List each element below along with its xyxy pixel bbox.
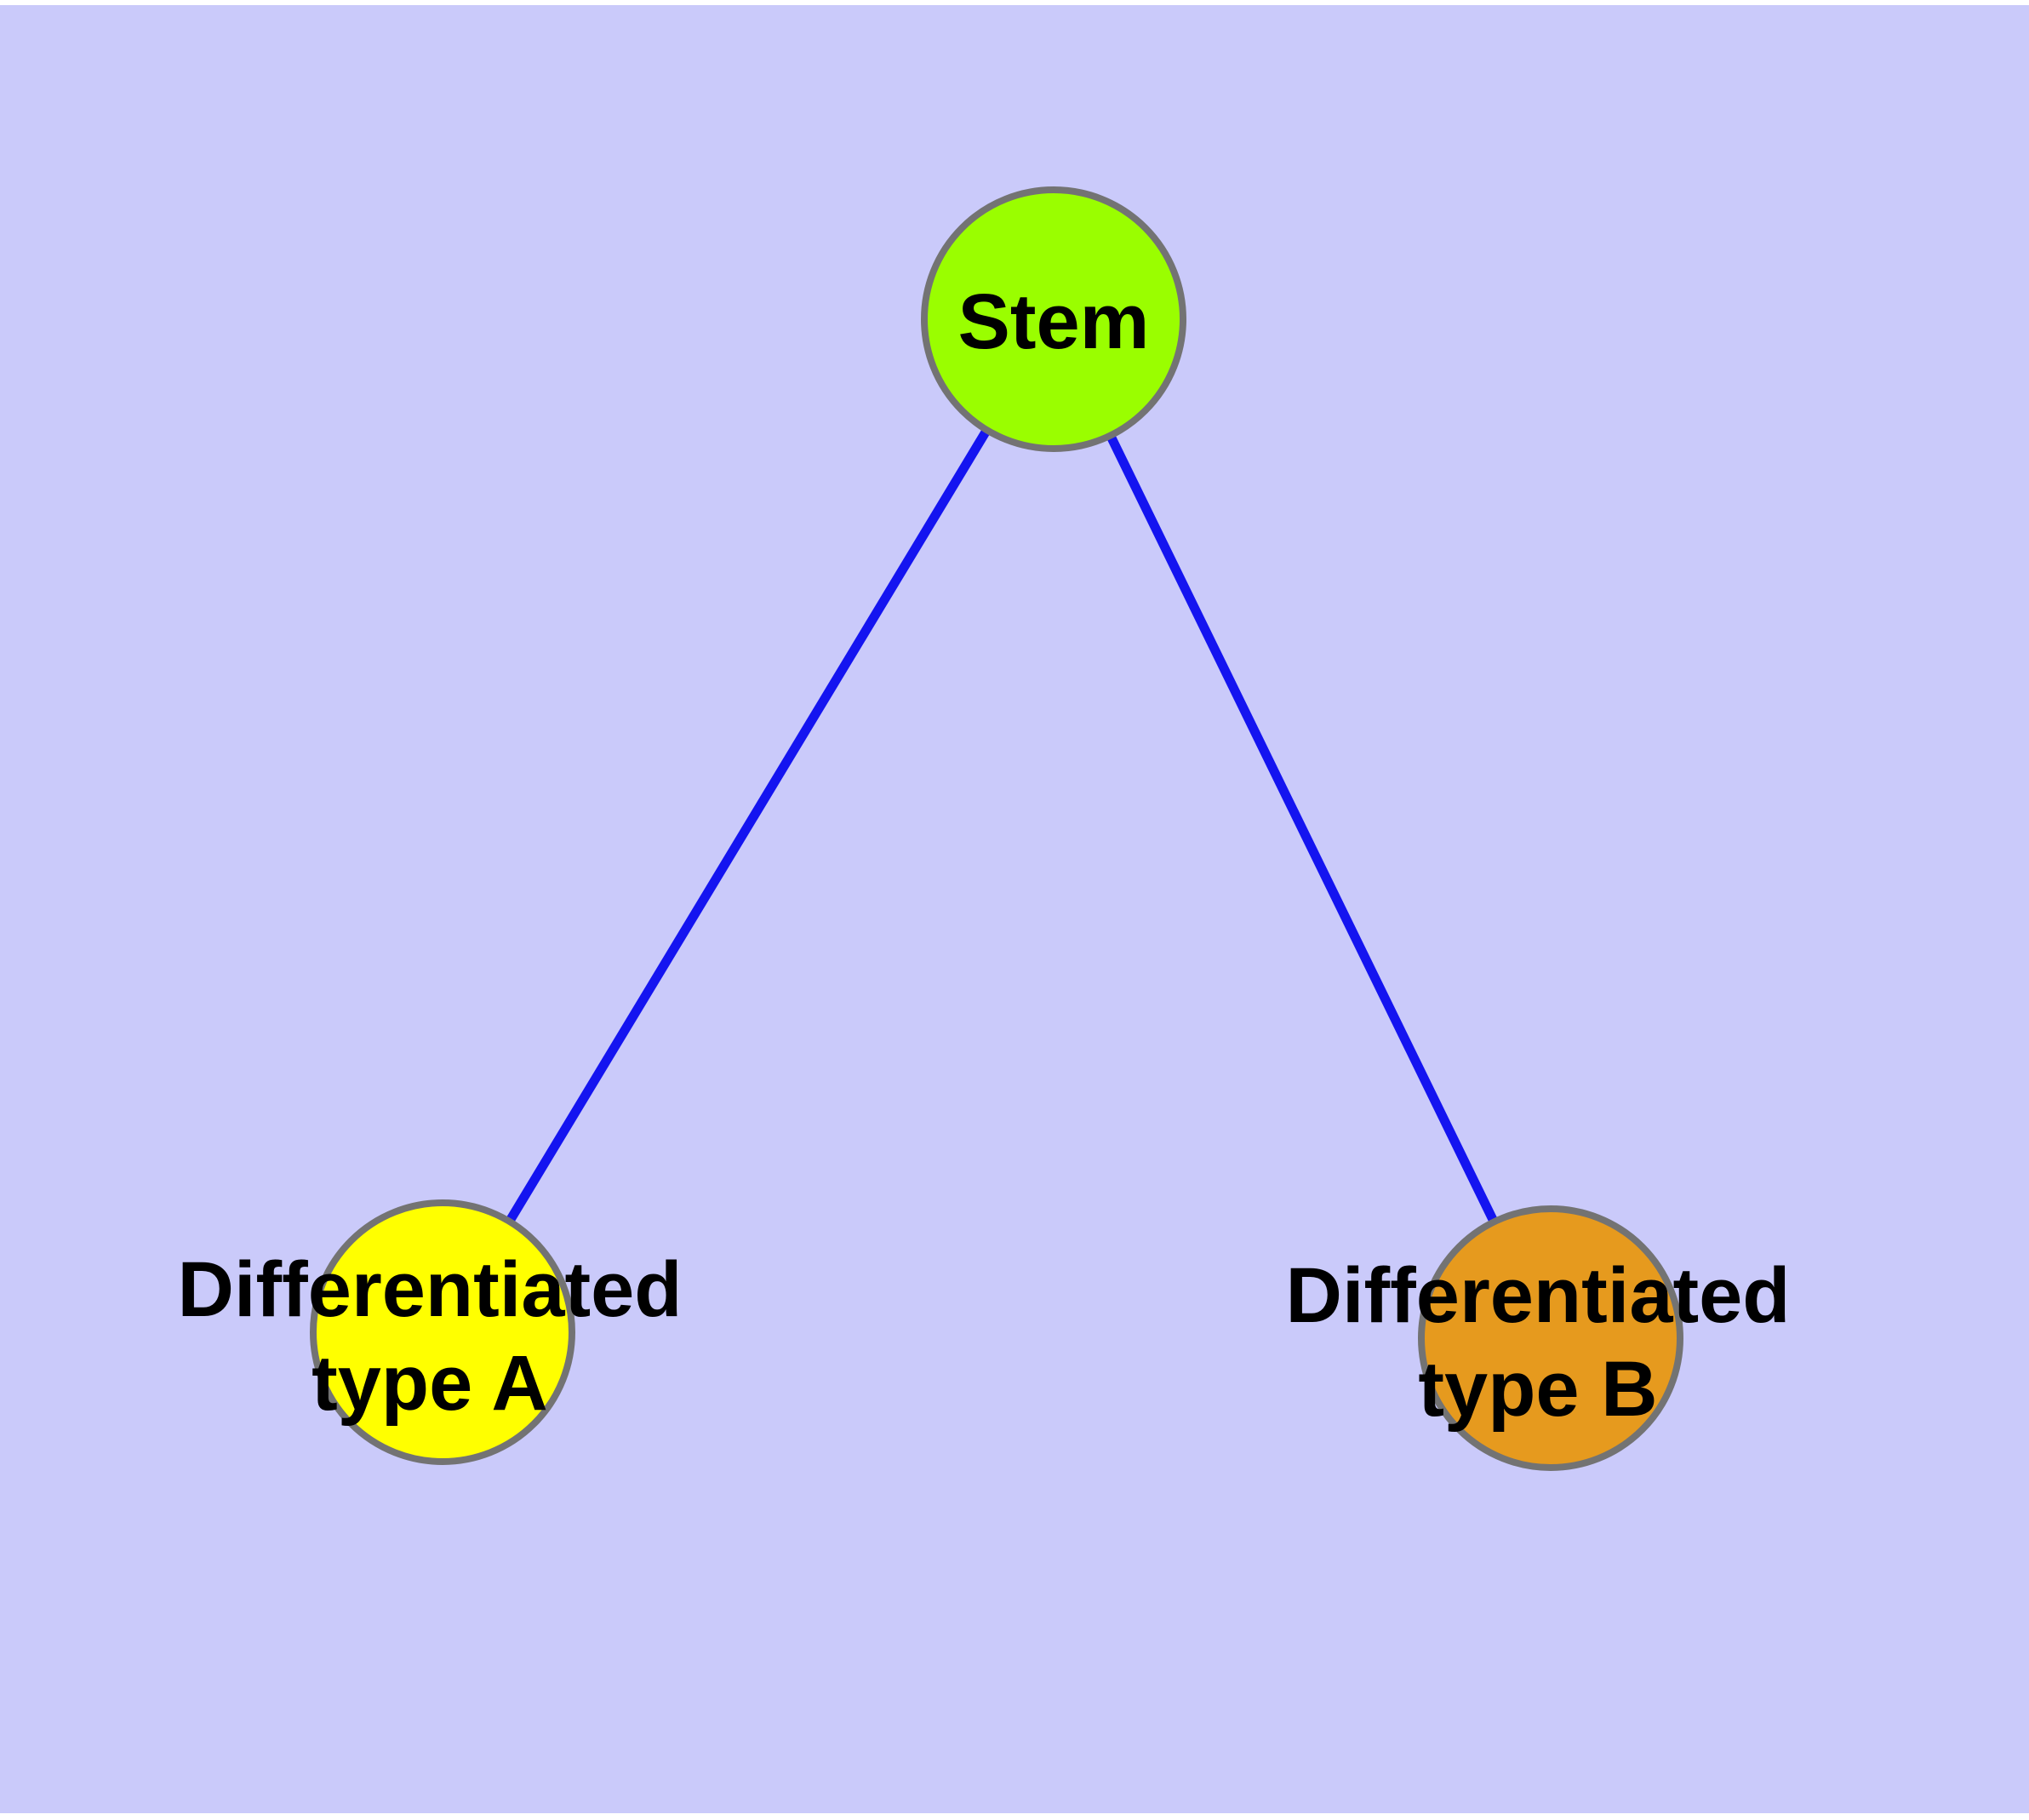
edge-stem-to-type-a	[438, 317, 1058, 1335]
node-type-a-label-line1: Differentiated	[178, 1246, 683, 1333]
node-type-b-label-line2: type B	[1418, 1346, 1657, 1433]
node-stem-label: Stem	[958, 278, 1150, 365]
node-differentiated-type-b	[1418, 1205, 1683, 1471]
node-type-b-label-line1: Differentiated	[1286, 1252, 1791, 1339]
node-differentiated-type-a	[310, 1199, 575, 1465]
node-type-a-label-line2: type A	[311, 1340, 548, 1427]
edge-stem-to-type-b	[1049, 317, 1555, 1341]
node-stem	[921, 186, 1186, 452]
